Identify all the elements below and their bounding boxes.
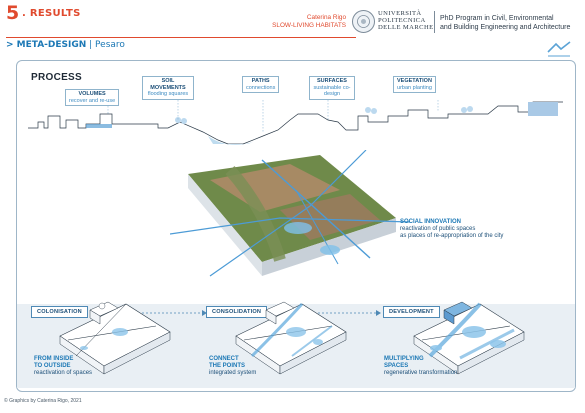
callout-vegetation: VEGETATION urban planting — [393, 76, 436, 93]
callout-surfaces: SURFACES sustainable co-design — [309, 76, 355, 100]
callout-desc: urban planting — [397, 84, 432, 91]
callout-title: VEGETATION — [397, 78, 432, 84]
callout-desc: flooding squares — [147, 91, 189, 97]
program-line: PhD Program in Civil, Environmental — [440, 15, 554, 22]
phase-caption-desc: regenerative transformation — [384, 370, 458, 376]
university-line: POLITECNICA — [378, 17, 426, 24]
section-number: 5 — [6, 2, 20, 24]
callout-title: VOLUMES — [78, 91, 106, 97]
logo-icon — [546, 40, 572, 63]
callout-volumes: VOLUMES recover and re-use — [65, 89, 120, 106]
author-name: Caterina Rigo — [306, 14, 346, 21]
phase-caption-desc: integrated system — [209, 370, 257, 376]
callout-desc: recover and re-use — [69, 97, 116, 104]
section-title: . RESULTS — [22, 8, 81, 19]
phase-diagram-development — [413, 301, 525, 375]
arrow-icon — [202, 310, 207, 316]
callout-title: SOIL MOVEMENTS — [150, 78, 186, 91]
phase-caption-consolidation: CONNECT THE POINTS integrated system — [209, 356, 256, 377]
header-separator — [434, 11, 435, 33]
author-block: Caterina Rigo SLOW-LIVING HABITATS — [240, 14, 346, 30]
callout-title: PATHS — [251, 78, 270, 84]
program-line: and Building Engineering and Architectur… — [440, 24, 571, 31]
university-line: UNIVERSITÀ — [378, 10, 422, 17]
social-innovation-title: SOCIAL INNOVATION — [400, 219, 462, 225]
callout-desc: connections — [246, 84, 276, 91]
aerial-model — [170, 150, 410, 277]
program-name: PhD Program in Civil, Environmental and … — [440, 14, 580, 32]
subtitle-location: | Pesaro — [86, 40, 125, 50]
callout-desc: sustainable co-design — [313, 84, 351, 98]
phase-caption-title: SPACES — [384, 363, 409, 369]
phase-caption-desc: reactivation of spaces — [34, 370, 93, 376]
phase-caption-development: MULTIPLYING SPACES regenerative transfor… — [384, 356, 457, 377]
university-name: UNIVERSITÀ POLITECNICA DELLE MARCHE — [378, 10, 434, 31]
arrow-icon — [376, 310, 381, 316]
project-name: SLOW-LIVING HABITATS — [272, 22, 346, 29]
callout-paths: PATHS connections — [242, 76, 280, 93]
process-title: PROCESS — [31, 72, 83, 83]
header-divider — [6, 37, 356, 38]
phase-caption-title: CONNECT — [209, 356, 239, 362]
phase-arrows — [90, 310, 381, 316]
phase-caption-title: MULTIPLYING — [384, 356, 424, 362]
phase-caption-title: TO OUTSIDE — [34, 363, 71, 369]
phase-diagram-colonisation — [59, 301, 171, 375]
callout-title: SURFACES — [317, 78, 347, 84]
phase-caption-colonisation: FROM INSIDE TO OUTSIDE reactivation of s… — [34, 356, 92, 377]
subtitle-prefix: > META-DESIGN — [6, 40, 87, 50]
social-innovation-line: reactivation of public spaces — [400, 226, 476, 232]
social-innovation-line: as places of re-appropriation of the cit… — [400, 233, 504, 239]
phase-label-development: DEVELOPMENT — [383, 306, 440, 318]
phase-label-colonisation: COLONISATION — [31, 306, 88, 318]
section-profile — [28, 100, 563, 145]
phase-caption-title: FROM INSIDE — [34, 356, 74, 362]
subtitle: > META-DESIGN | Pesaro — [6, 40, 125, 50]
university-line: DELLE MARCHE — [378, 24, 434, 31]
university-seal-icon — [352, 10, 375, 33]
social-innovation-label: SOCIAL INNOVATION reactivation of public… — [400, 219, 540, 240]
callout-soil-movements: SOIL MOVEMENTS flooding squares — [142, 76, 194, 100]
graphics-credit: © Graphics by Caterina Rigo, 2021 — [4, 398, 82, 404]
phase-caption-title: THE POINTS — [209, 363, 246, 369]
phase-diagram-consolidation — [235, 301, 347, 375]
